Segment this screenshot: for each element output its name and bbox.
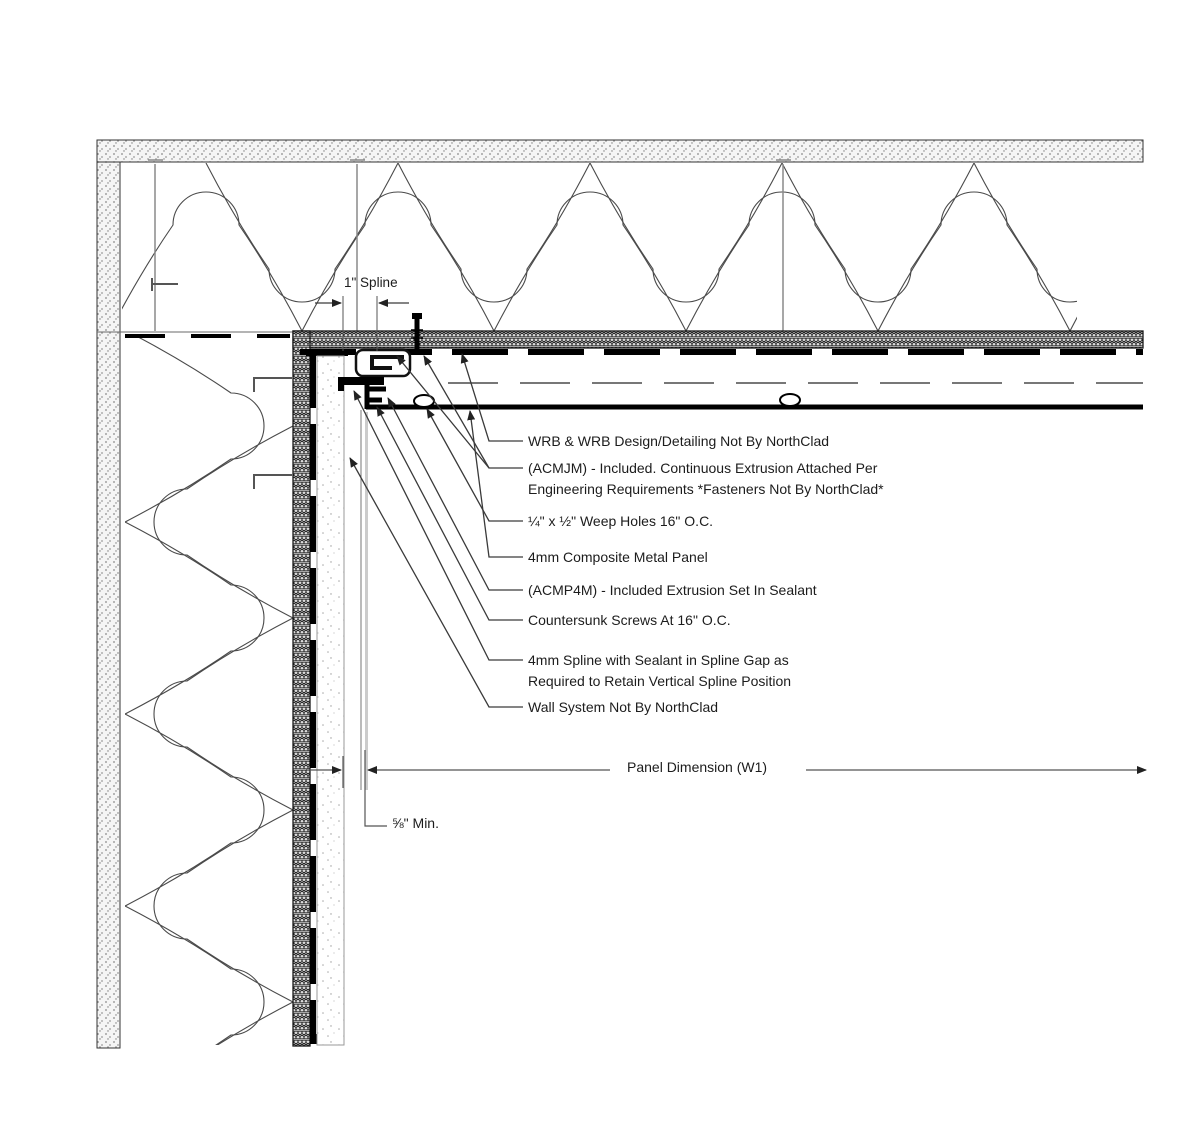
acmp4m-extrusion (338, 377, 384, 391)
leader-wrb (460, 353, 523, 442)
fastener-screw (411, 313, 423, 354)
min-gap-dimension (364, 750, 387, 827)
leader-weep-holes (426, 408, 523, 522)
annotation-wrb: WRB & WRB Design/Detailing Not By NorthC… (528, 433, 830, 449)
batt-insulation-vertical (125, 334, 293, 1045)
min-cavity-label: ⅝" Min. (392, 815, 439, 831)
leader-countersunk (376, 406, 523, 621)
wrb-corner-wrap (306, 349, 348, 356)
leader-composite-panel (467, 410, 523, 558)
annotation-weep-holes: ¼" x ½" Weep Holes 16" O.C. (528, 513, 714, 529)
left-wall-band (96, 161, 121, 1049)
leader-acmp4m (387, 397, 523, 591)
batt-zone-boundary (97, 331, 293, 338)
furring-clips (151, 278, 292, 489)
leader-lines (349, 353, 523, 708)
acmjm-extrusion (354, 348, 412, 378)
top-wall-band (96, 139, 1144, 163)
annotation-acmjm: (ACMJM) - Included. Continuous Extrusion… (528, 460, 884, 497)
leader-spline (353, 390, 523, 661)
panel-dimension-label: Panel Dimension (W1) (627, 759, 768, 775)
spline-profile (364, 385, 386, 409)
batt-insulation-horizontal (122, 163, 1077, 332)
weep-hole-right (779, 393, 801, 407)
knurl-band-vertical (292, 330, 311, 1047)
spline-dimension-label: 1" Spline (344, 275, 398, 290)
leader-wall-system (349, 457, 523, 708)
annotation-acmp4m: (ACMP4M) - Included Extrusion Set In Sea… (528, 582, 817, 598)
annotation-spline: 4mm Spline with Sealant in Spline Gap as… (528, 652, 792, 689)
gypsum-sheathing (316, 355, 345, 1046)
girt-lines (148, 159, 791, 331)
panel-dimension-line (306, 756, 1147, 788)
spline-dimension (315, 296, 409, 351)
annotation-composite-panel: 4mm Composite Metal Panel (528, 549, 708, 565)
knurl-band-horizontal (292, 330, 1144, 349)
panel-edge-lines (360, 410, 368, 790)
leader-acmjm-2 (423, 355, 490, 469)
annotation-countersunk-screws: Countersunk Screws At 16" O.C. (528, 612, 731, 628)
annotation-wall-system: Wall System Not By NorthClad (528, 699, 719, 715)
wrb-membrane-vertical (310, 352, 317, 1044)
